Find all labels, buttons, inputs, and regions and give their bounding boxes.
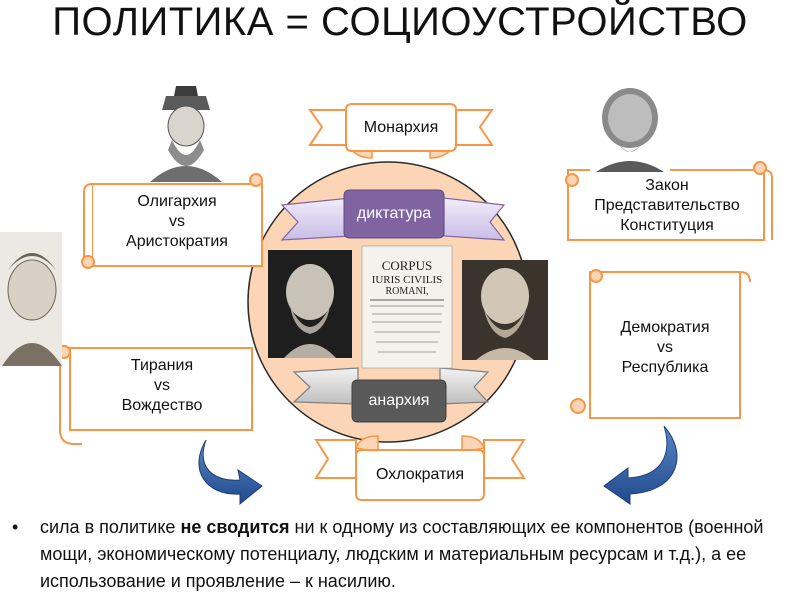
scroll-oligarchy-text: Олигархия vs Аристократия	[96, 192, 258, 252]
ribbon-inner-top	[280, 189, 506, 241]
scroll-oligarchy-line-2: vs	[169, 213, 185, 230]
scroll-tyranny-text: Тирания vs Вождество	[72, 356, 252, 416]
scroll-law-line-3: Конституция	[620, 217, 714, 234]
ribbon-label-dictatorship: диктатура	[356, 205, 432, 222]
portrait-confucius	[148, 86, 224, 182]
scroll-tyranny-line-1: Тирания	[130, 357, 194, 374]
bullet-text-start: сила в политике	[40, 517, 181, 537]
bullet-text: сила в политике не сводится ни к одному …	[40, 514, 785, 595]
scroll-democracy-line-3: Республика	[621, 359, 709, 376]
scroll-tyranny	[57, 345, 253, 445]
ribbon-label-ochlocracy: Охлократия	[375, 466, 465, 483]
ribbon-inner-bottom	[292, 367, 490, 423]
scroll-tyranny-line-3: Вождество	[121, 397, 203, 414]
book-corpus-iuris: CORPUS IURIS CIVILIS ROMANI,	[361, 245, 453, 369]
scroll-oligarchy-line-1: Олигархия	[137, 193, 217, 210]
curved-arrow-right-icon	[603, 425, 678, 505]
scroll-law-line-2: Представительство	[594, 197, 740, 214]
portrait-aristotle	[462, 260, 548, 360]
scroll-democracy-line-1: Демократия	[620, 319, 710, 336]
bullet-text-bold: не сводится	[180, 517, 290, 537]
scroll-tyranny-line-2: vs	[154, 377, 170, 394]
book-line-2: IURIS CIVILIS	[372, 274, 443, 286]
ribbon-label-anarchy: анархия	[368, 392, 430, 409]
bullet-icon: •	[12, 517, 19, 537]
ribbon-label-monarchy: Монархия	[363, 119, 439, 136]
portrait-plato	[268, 250, 352, 358]
ribbon-top	[308, 103, 494, 159]
scroll-law-line-1: Закон	[645, 177, 689, 194]
scroll-democracy	[570, 269, 751, 419]
scroll-oligarchy-line-3: Аристократия	[126, 233, 228, 250]
scroll-oligarchy	[81, 173, 263, 269]
portrait-homer	[590, 84, 670, 172]
book-line-1: CORPUS	[382, 258, 433, 273]
scroll-democracy-line-2: vs	[657, 339, 673, 356]
ribbon-bottom	[314, 435, 526, 501]
page-title: ПОЛИТИКА = СОЦИОУСТРОЙСТВО	[52, 0, 748, 44]
scroll-democracy-text: Демократия vs Республика	[590, 318, 740, 378]
portrait-machiavelli	[0, 232, 62, 366]
curved-arrow-left-icon	[198, 439, 263, 506]
book-line-3: ROMANI,	[385, 286, 428, 297]
bullet-text-end: ни к одному из составляющих ее компонент…	[40, 517, 764, 591]
scroll-law-text: Закон Представительство Конституция	[570, 176, 764, 236]
